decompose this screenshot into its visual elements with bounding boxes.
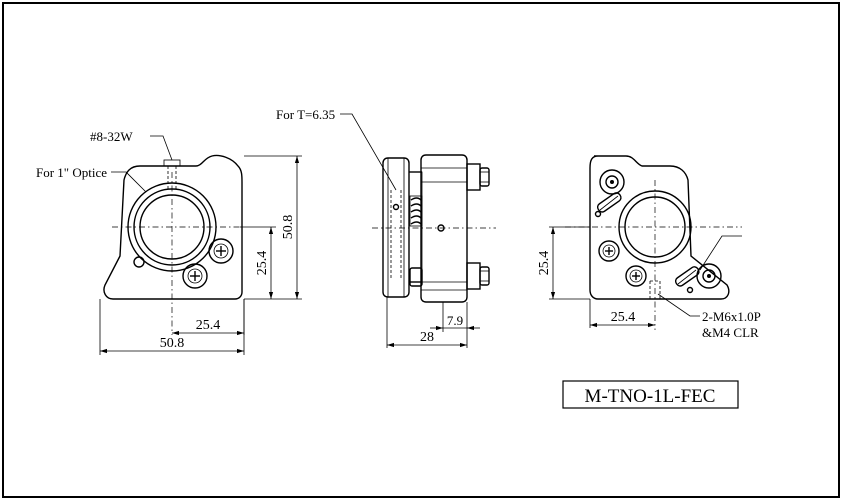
front-pin-hole [133,256,145,268]
rear-center-height-dimension: 25.4 [537,251,552,276]
holes-label: 2-M6x1.0P [702,309,761,324]
side-rear-plate [420,154,468,303]
side-depth-dimension: 28 [420,330,434,345]
front-screw-tab [163,159,181,167]
rear-pivot-upper [599,169,625,195]
rear-screw-upper [598,240,620,262]
front-callouts: #8-32W For 1" Optice [36,129,173,193]
front-view [103,154,243,335]
rear-center-width-dimension: 25.4 [611,310,636,325]
side-offset-dimension: 7.9 [447,313,463,328]
side-spring [409,195,423,227]
side-front-plate [382,157,410,298]
front-width-dimension: 50.8 [160,336,185,351]
rear-spring-lower [674,266,700,294]
optic-size-label: For 1" Optice [36,165,107,180]
side-dimensions: 28 7.9 [386,297,480,348]
model-number: M-TNO-1L-FEC [585,386,716,407]
front-height-dimension: 50.8 [281,215,296,240]
rear-spring-upper [594,192,622,218]
front-body-outline [103,154,243,300]
rear-dimensions: 25.4 25.4 [537,226,655,328]
front-center-width-dimension: 25.4 [196,318,221,333]
front-adjuster-upper [208,238,234,264]
side-callouts: For T=6.35 [276,107,397,191]
screw-thread-label: #8-32W [90,129,133,144]
rear-screw-lower [625,265,647,287]
rear-body-outline [589,155,730,300]
side-adjuster-lower [466,262,490,290]
front-adjuster-lower [182,263,208,289]
thickness-label: For T=6.35 [276,107,335,122]
model-box: M-TNO-1L-FEC [562,380,739,409]
front-dimensions: 50.8 25.4 25.4 50.8 [99,155,302,355]
rear-callouts: 2-M6x1.0P &M4 CLR [657,235,761,340]
model-box-frame [562,380,739,409]
clearance-label: &M4 CLR [702,325,759,340]
rear-view [565,155,742,330]
rear-pivot-lower [696,263,722,289]
side-view [372,154,496,303]
front-center-height-dimension: 25.4 [255,251,270,276]
side-adjuster-upper [466,163,490,191]
